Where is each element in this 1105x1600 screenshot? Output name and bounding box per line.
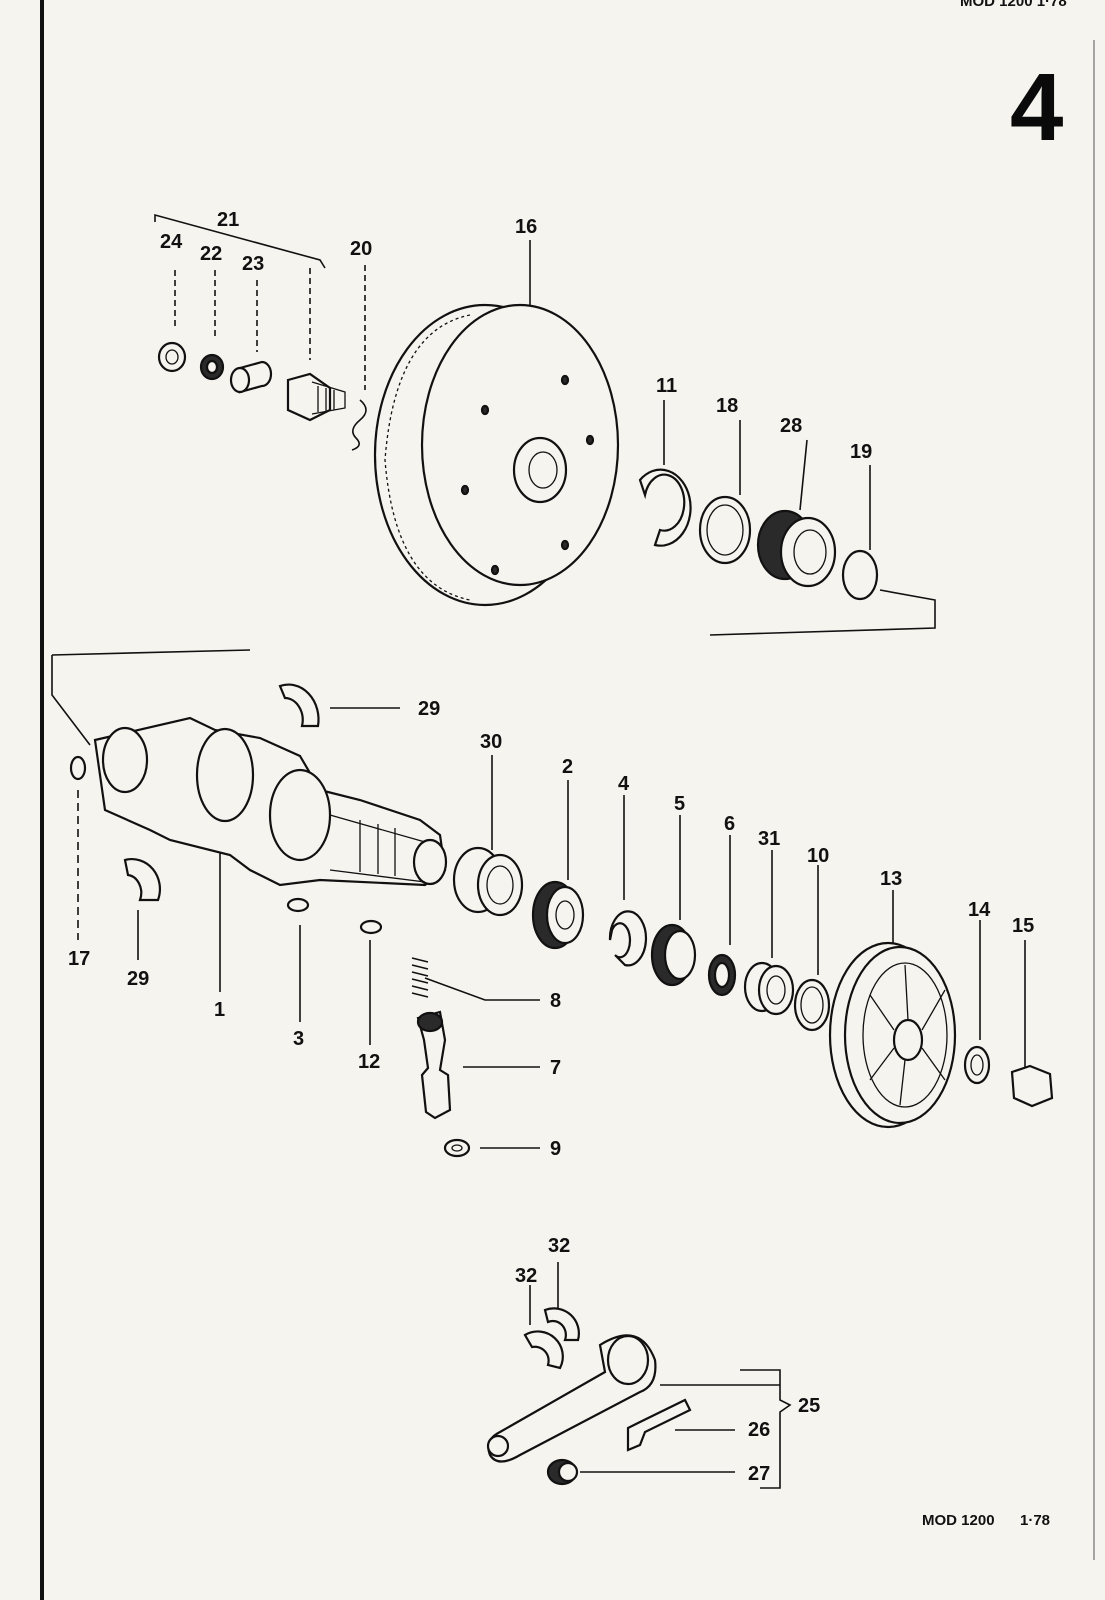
part-19-o-ring <box>841 549 879 601</box>
flywheel-ring-gear <box>384 314 471 601</box>
section-number: 4 <box>1010 54 1063 161</box>
part-12-key <box>359 919 383 935</box>
part-17-dowel <box>69 755 87 781</box>
part-11-snap-ring <box>638 468 692 547</box>
part-18-washer <box>698 495 752 565</box>
part-26-rod-bolt <box>626 1398 692 1452</box>
callout-24: 24 <box>160 231 183 253</box>
callout-29-lower: 29 <box>127 968 149 990</box>
callout-22: 22 <box>200 243 222 265</box>
part-32-shell-left <box>523 1330 564 1370</box>
footer-model: MOD 1200 <box>922 1512 995 1529</box>
callout-2: 2 <box>562 756 573 778</box>
part-32-shell-right <box>543 1307 580 1342</box>
callout-21: 21 <box>217 209 239 231</box>
callout-19: 19 <box>850 441 872 463</box>
callout-32-left: 32 <box>515 1265 537 1287</box>
callout-17: 17 <box>68 948 90 970</box>
callout-26: 26 <box>748 1419 770 1441</box>
callout-30: 30 <box>480 731 502 753</box>
callout-11: 11 <box>656 375 677 397</box>
part-24-bushing <box>157 341 187 373</box>
part-29-thrust-shell-upper <box>278 683 320 728</box>
part-21-bolt-head <box>286 372 332 422</box>
part-8-spring <box>411 957 429 998</box>
part-4-snap-ring <box>608 910 648 967</box>
callout-12: 12 <box>358 1051 380 1073</box>
callout-1: 1 <box>214 999 225 1021</box>
part-29-thrust-shell-lower <box>123 857 161 902</box>
callout-labels: 21 24 22 23 20 16 11 18 28 19 29 30 2 4 … <box>68 209 1034 1485</box>
part-7-relief-valve <box>416 1010 452 1120</box>
part-9-washer <box>443 1138 471 1158</box>
flywheel-group <box>51 213 936 746</box>
header-fragment: MOD 1200 1·78 <box>960 0 1067 10</box>
callout-10: 10 <box>807 845 829 867</box>
callout-7: 7 <box>550 1057 561 1079</box>
flywheel-hub <box>512 436 568 504</box>
connecting-rod-group <box>486 1262 792 1489</box>
callout-3: 3 <box>293 1028 304 1050</box>
callout-13: 13 <box>880 868 902 890</box>
callout-28: 28 <box>780 415 802 437</box>
part-15-pulley-bolt <box>1010 1064 1054 1108</box>
callout-31: 31 <box>758 828 780 850</box>
callout-8: 8 <box>550 990 561 1012</box>
part-14-washer <box>963 1045 991 1085</box>
bracket-21 <box>154 213 326 269</box>
crankshaft-group <box>69 683 1054 1158</box>
part-3-key <box>286 897 310 913</box>
callout-16: 16 <box>515 216 537 238</box>
callout-9: 9 <box>550 1138 561 1160</box>
callout-6: 6 <box>724 813 735 835</box>
callout-25: 25 <box>798 1395 820 1417</box>
callout-23: 23 <box>242 253 264 275</box>
callout-32-right: 32 <box>548 1235 570 1257</box>
footer-date: 1·78 <box>1020 1512 1050 1529</box>
callout-27: 27 <box>748 1463 770 1485</box>
part-20-lock-plate <box>351 399 367 451</box>
callout-20: 20 <box>350 238 372 260</box>
callout-14: 14 <box>968 899 991 921</box>
callout-5: 5 <box>674 793 685 815</box>
callout-15: 15 <box>1012 915 1034 937</box>
callout-18: 18 <box>716 395 738 417</box>
callout-4: 4 <box>618 773 630 795</box>
callout-29-upper: 29 <box>418 698 440 720</box>
part-1-crankshaft <box>93 716 447 887</box>
